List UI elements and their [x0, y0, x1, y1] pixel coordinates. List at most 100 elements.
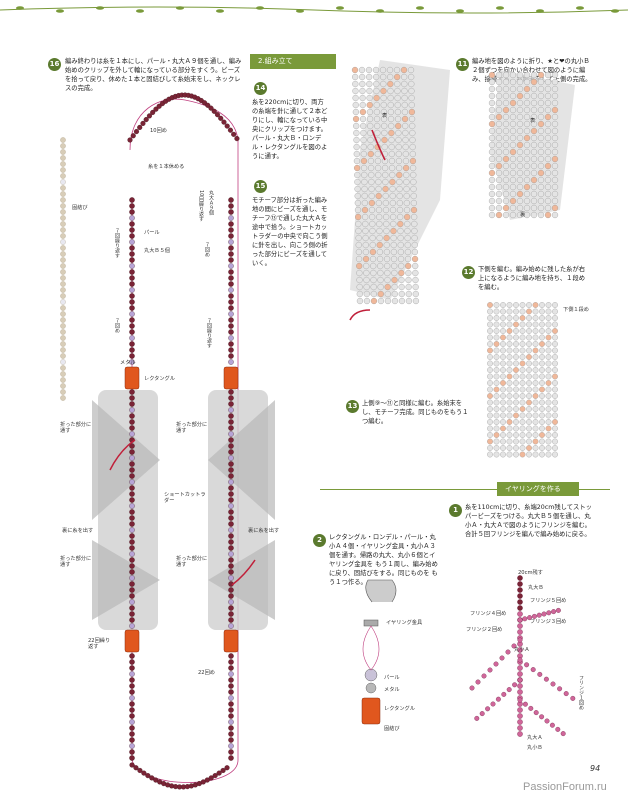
motif-bead	[493, 399, 500, 406]
motif-bead	[530, 169, 538, 177]
loop-bead-left	[129, 569, 135, 575]
motif-bead	[370, 283, 377, 291]
motif-bead	[544, 211, 552, 219]
motif-bead	[509, 211, 517, 219]
motif-bead	[354, 178, 361, 186]
motif-bead	[532, 393, 539, 399]
motif-bead	[513, 321, 519, 328]
motif-bead	[404, 248, 411, 256]
loop-bead-left	[129, 671, 135, 677]
motif-bead	[402, 150, 409, 158]
motif-bead	[539, 445, 545, 451]
fringe-arm-bead	[485, 706, 491, 712]
motif-bead	[387, 87, 394, 95]
motif-bead	[502, 92, 510, 100]
step-11-number: 11	[456, 58, 469, 71]
strand-bead	[60, 365, 66, 371]
motif-bead	[375, 192, 382, 200]
motif-bead	[532, 412, 539, 419]
label-rectangle: レクタングル	[144, 376, 175, 382]
motif-bead	[523, 169, 531, 177]
loop-bead-bottom	[129, 762, 135, 768]
motif-bead	[519, 386, 526, 393]
strand-bead	[60, 371, 66, 377]
loop-bead-right	[228, 305, 234, 311]
strand-bead	[60, 167, 66, 173]
motif-bead	[412, 290, 419, 298]
loop-bead-right	[228, 545, 234, 551]
motif-bead	[545, 380, 552, 386]
step-12-text: 下側を編む。編み始めに残した糸が右上になるように編み地を持ち、１段めを編む。	[478, 266, 586, 291]
loop-bead-right	[228, 407, 234, 413]
motif-bead	[487, 393, 493, 399]
motif-bead	[493, 412, 500, 419]
motif-bead	[526, 393, 532, 399]
label-10-repeat: 10回繰り返す	[198, 190, 204, 222]
motif-bead	[493, 432, 500, 438]
motif-bead	[506, 406, 513, 412]
motif-bead	[545, 373, 552, 380]
motif-bead	[506, 386, 513, 393]
motif-bead	[500, 308, 506, 315]
motif-bead	[552, 380, 558, 386]
motif-bead	[366, 94, 373, 102]
fringe-bead	[517, 707, 523, 713]
motif-bead	[513, 347, 519, 354]
motif-bead	[493, 438, 500, 445]
motif-bead	[487, 445, 493, 451]
motif-bead	[381, 157, 389, 165]
loop-bead-top	[127, 137, 133, 143]
label-lower-row1: 下側１段め	[563, 307, 589, 313]
motif-bead	[530, 85, 538, 93]
motif-bead	[398, 276, 405, 284]
loop-bead-right	[228, 725, 234, 731]
loop-bead-right	[228, 449, 234, 455]
motif-bead	[493, 419, 500, 425]
motif-bead	[551, 127, 559, 135]
motif-bead	[526, 328, 532, 334]
strand-bead	[60, 197, 66, 203]
motif-bead	[488, 92, 496, 100]
loop-bead-left	[129, 689, 135, 695]
fringe-bead	[517, 647, 523, 653]
motif-bead	[487, 347, 493, 354]
motif-bead	[500, 432, 506, 438]
motif-bead	[509, 176, 517, 184]
motif-bead	[545, 360, 552, 367]
strand-bead	[60, 179, 66, 185]
loop-bead-left	[129, 209, 135, 215]
motif-bead	[539, 451, 545, 458]
label-10-rows: 10回め	[150, 128, 167, 134]
motif-bead	[509, 190, 517, 198]
loop-bead-left	[129, 197, 135, 203]
label-fold-left: 折った部分に通す	[60, 422, 92, 434]
motif-bead	[402, 157, 410, 165]
motif-bead	[500, 321, 506, 328]
motif-bead	[401, 101, 408, 109]
strand-bead	[60, 155, 66, 161]
motif-bead	[516, 99, 524, 107]
fringe-bead	[517, 689, 523, 695]
motif-bead	[363, 297, 371, 305]
loop-bead-left	[129, 611, 135, 617]
strand-bead	[60, 281, 66, 287]
loop-bead-left	[129, 701, 135, 707]
motif-bead	[532, 360, 539, 367]
loop-bead-top	[130, 133, 136, 139]
motif-bead	[387, 108, 394, 116]
loop-bead-top	[133, 129, 140, 135]
loop-bead-right	[228, 587, 234, 593]
motif-bead	[506, 321, 513, 328]
motif-bead	[353, 129, 360, 137]
motif-bead	[551, 148, 559, 156]
motif-bead	[391, 262, 398, 270]
motif-bead	[398, 283, 405, 291]
motif-bead	[383, 220, 390, 228]
motif-bead	[519, 425, 526, 432]
strand-bead	[60, 251, 66, 257]
motif-bead	[373, 108, 380, 116]
fringe-arm-bead	[499, 655, 505, 661]
motif-bead	[532, 380, 539, 386]
loop-bead-left	[129, 719, 135, 725]
motif-bead	[410, 171, 417, 179]
